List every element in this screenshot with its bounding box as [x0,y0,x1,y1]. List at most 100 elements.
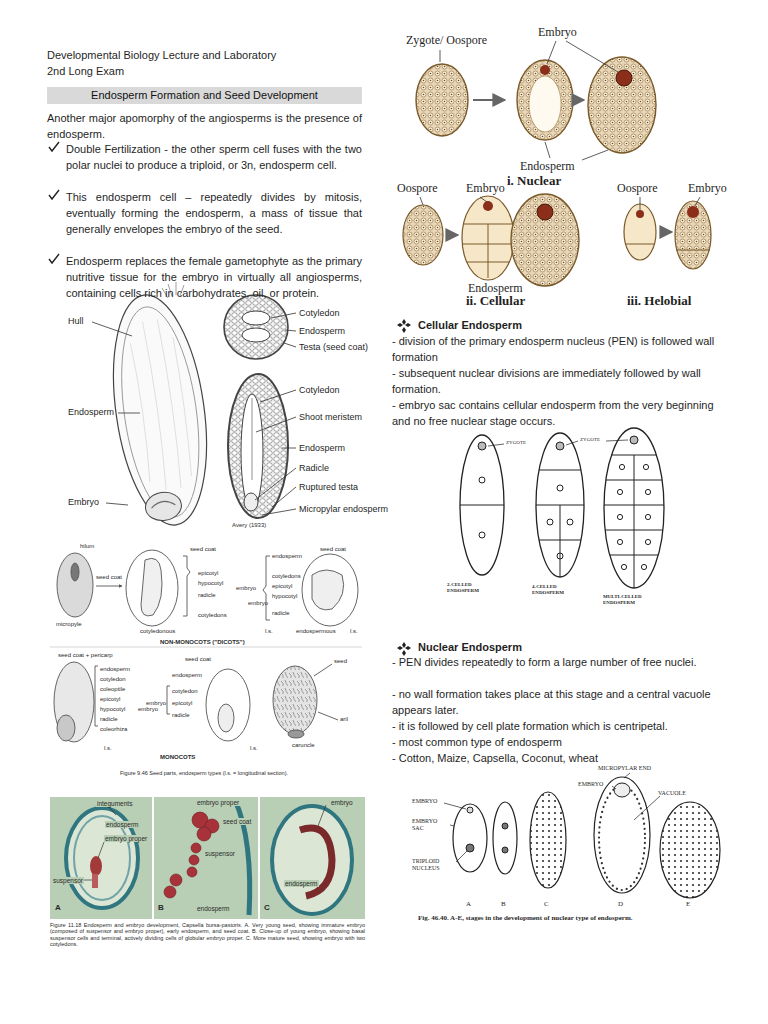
part-label: Cotyledon [299,385,340,395]
part-label: l.s. [265,628,273,635]
part-label: Micropylar endosperm [299,504,388,514]
part-label: Endosperm [299,326,345,336]
part-label: Testa (seed coat) [299,342,368,352]
part-label: Endosperm [68,407,114,417]
part-label: cotyledons [198,612,227,619]
part-label: endosperm [196,905,231,912]
part-label: Hull [68,316,84,326]
figure-label: VACUOLE [658,790,686,797]
type-heading: i. Nuclear [507,174,561,189]
part-label: radicle [198,592,216,599]
body-text: - most common type of endosperm [392,734,722,750]
seed-sections [224,295,296,518]
body-text: - no wall formation takes place at this … [392,686,722,718]
figure-label: 2-CELLED ENDOSPERM [447,582,487,594]
part-label: Shoot meristem [299,412,362,422]
part-label: seed coat [222,818,252,825]
part-label: hilum [80,543,94,550]
part-label: suspensor [204,850,236,857]
check-marks [49,142,59,263]
part-label: coleoptile [100,686,125,693]
section-heading: Nuclear Endosperm [418,639,522,655]
figure-label: EMBRYO [578,781,603,788]
part-label: epicotyl [172,700,192,707]
part-label: micropyle [56,621,82,628]
part-label: embryo [248,600,268,607]
part-label: suspensor [52,877,84,884]
figure-label: Zygote/ Oospore [406,34,487,48]
panel-letter: B [157,903,165,912]
body-text: - it is followed by cell plate formation… [392,718,722,734]
part-label: embryo [330,799,354,806]
figure-label: Endosperm [520,160,575,174]
part-label: cotyledonous [140,628,175,635]
header-text: Developmental Biology Lecture and Labora… [47,47,276,63]
figure-caption: Fig. 46.40. A-E, stages in the developme… [418,914,633,922]
part-label: cotyledons [272,573,301,580]
figure-label: ZYGOTE [580,437,600,443]
body-text: - division of the primary endosperm nucl… [392,333,722,365]
part-label: seed [334,658,347,665]
group-label: MONOCOTS [160,754,195,761]
bullet-text: Double Fertilization - the other sperm c… [66,141,362,173]
nuclear-endosperm-figure [444,773,720,898]
part-label: integuments [96,800,133,807]
cellular-endosperm-figure [455,428,670,590]
part-label: Cotyledon [299,308,340,318]
micrographs [50,797,365,919]
section-band: Endosperm Formation and Seed Development [47,87,362,104]
bullet-text: Endosperm replaces the female gametophyt… [66,253,362,301]
part-label: cotyledon [172,688,198,695]
part-label: l.s. [104,745,112,752]
header-text: 2nd Long Exam [47,63,124,79]
figure-label: TRIPLOID NUCLEUS [412,858,454,872]
part-label: endosperm [100,666,130,673]
part-label: Ruptured testa [299,482,358,492]
figure-label: 4-CELLED ENDOSPERM [532,584,572,596]
part-label: coleorhiza [100,726,127,733]
grain-drawing [92,282,220,531]
part-label: seed coat [185,656,211,663]
figure-label: Oospore [397,182,438,196]
stage-letter: D [618,900,623,908]
part-label: epicotyl [272,583,292,590]
figure-label: Embryo [538,26,577,40]
part-label: radicle [100,716,118,723]
part-label: hypocotyl [100,706,125,713]
figure-credit: Avery (1933) [232,522,266,529]
part-label: embryo proper [104,835,148,842]
part-label: epicotyl [100,696,120,703]
part-label: l.s. [250,745,258,752]
band-title: Endosperm Formation and Seed Development [51,87,358,104]
body-text: - Cotton, Maize, Capsella, Coconut, whea… [392,750,722,766]
part-label: hypocotyl [272,593,297,600]
body-text: - PEN divides repeatedly to form a large… [392,654,722,670]
part-label: endosperm [272,553,302,560]
part-label: hypocotyl [198,580,223,587]
part-label: endospermous [296,628,336,635]
figure-label: Embryo [688,182,727,196]
part-label: seed coat [320,546,346,553]
part-label: cotyledon [100,676,126,683]
part-label: embryo [146,700,166,707]
stage-letter: E [686,900,690,908]
figure-label: MICROPYLAR END [598,765,651,772]
part-label: aril [340,716,348,723]
body-text: - subsequent nuclear divisions are immed… [392,365,722,397]
figure-label: Embryo [466,182,505,196]
part-label: epicotyl [198,570,218,577]
part-label: seed coat [190,546,216,553]
panel-letter: A [54,903,62,912]
stage-letter: C [544,900,549,908]
type-heading: iii. Helobial [627,294,691,309]
group-label: NON-MONOCOTS ("DICOTS") [160,639,245,646]
panel-letter: C [263,903,271,912]
figure-label: Oospore [617,182,658,196]
body-text: - embryo sac contains cellular endosperm… [392,397,722,429]
part-label: l.s. [350,628,358,635]
stage-letter: B [501,900,506,908]
section-heading: Cellular Endosperm [418,317,522,333]
figure-caption: Figure 11.18 Endosperm and embryo develo… [50,922,365,947]
part-label: endosperm [284,880,319,887]
figure-label: EMBRYO [412,798,437,805]
